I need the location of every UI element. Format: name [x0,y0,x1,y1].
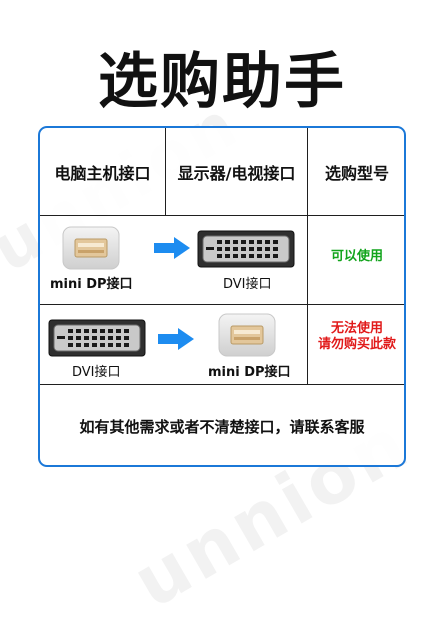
mini-displayport-icon [62,226,120,270]
target-port-label: mini DP接口 [208,365,291,380]
contact-note: 如有其他需求或者不清楚接口，请联系客服 [79,417,365,436]
header-display-port: 显示器/电视接口 [177,163,296,183]
header-host-port: 电脑主机接口 [54,163,151,183]
dvi-port-icon [48,319,146,357]
source-port-label: mini DP接口 [50,277,133,292]
table-row: DVI接口 mini DP接口 无法使用 请勿购买此款 [40,305,404,384]
status-line: 请勿购买此款 [317,337,396,352]
column-divider [165,128,166,215]
row-divider [40,384,404,385]
mini-displayport-icon [218,313,276,357]
right-arrow-icon [158,328,194,350]
table-row: mini DP接口 DVI接口 可以使用 [40,216,404,304]
compatibility-table: 电脑主机接口 显示器/电视接口 选购型号 mini DP接口 [38,126,406,467]
dvi-port-icon [197,230,295,268]
header-model: 选购型号 [324,163,389,183]
page-title: 选购助手 [98,47,346,117]
status-line: 无法使用 [330,321,383,336]
column-divider [307,128,308,384]
target-port-label: DVI接口 [223,277,272,292]
row-divider [40,304,404,305]
status-compatible: 可以使用 [330,249,383,264]
row-divider [40,215,404,216]
right-arrow-icon [154,237,190,259]
status-incompatible: 无法使用 请勿购买此款 [308,321,404,353]
source-port-label: DVI接口 [72,365,121,380]
